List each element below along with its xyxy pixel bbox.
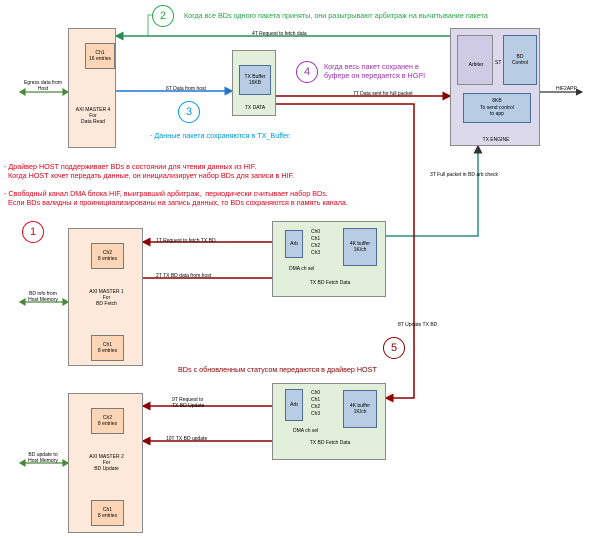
st-label: ST <box>495 60 502 66</box>
sig-10t: 10T TX BD update <box>166 436 208 442</box>
update-ch0: Ch0 <box>311 390 321 396</box>
note-2-text: Когда все BDs одного пакета приняты, они… <box>184 11 488 20</box>
note-3-circle: 3 <box>178 101 200 123</box>
note-1-text: - Драйвер HOST поддерживает BDs в состоя… <box>4 162 348 207</box>
ext-bdinfo: BD info from Host Memory <box>28 291 58 303</box>
fetch-ch0: Ch0 <box>311 229 321 235</box>
update-ch3: Ch3 <box>311 411 321 417</box>
update-ch2: Ch2 <box>311 404 321 410</box>
axi4-title: AXI MASTER 4 For Data Read <box>75 107 111 125</box>
update-title: TX BD Fetch Data <box>309 440 351 446</box>
update-4k-buffer: 4K buffer 1K/ch <box>343 390 377 428</box>
fetch-ch1: Ch1 <box>311 236 321 242</box>
fetch-ch2: Ch2 <box>311 243 321 249</box>
note-2-circle: 2 <box>152 5 174 27</box>
sig-2t: 2T TX BD data from host <box>156 273 212 279</box>
sig-hif2app: HIF2APP <box>556 86 577 92</box>
bd-update-block: Arb Ch0 Ch1 Ch2 Ch3 4K buffer 1K/ch DMA … <box>272 383 386 460</box>
sig-8t: 8T Update TX BD <box>398 322 438 328</box>
arbiter-box: Arbiter <box>457 35 493 85</box>
axi2-title: AXI MASTER 2 For BD Update <box>89 454 124 472</box>
update-arb: Arb <box>285 389 303 421</box>
axi1-title: AXI MASTER 1 For BD Fetch <box>89 289 124 307</box>
sig-4t: 4T Request to fetch data <box>252 31 307 37</box>
bkb-box: 8KB To send control to app <box>463 93 531 123</box>
axi2-ch2: Ch2 8 entries <box>91 408 124 434</box>
note-4-circle: 4 <box>296 61 318 83</box>
fetch-ch3: Ch3 <box>311 250 321 256</box>
tx-engine-block: Arbiter ST BD Control 8KB To send contro… <box>450 28 540 146</box>
tx-buffer: TX Buffer 16KB <box>239 65 271 95</box>
sig-3t: 3T Full packet in BD arb check <box>430 172 498 178</box>
tx-engine-title: TX ENGINE <box>482 137 510 143</box>
ext-bdupdate: BD update to Host Memory <box>28 452 58 464</box>
fetch-4k-buffer: 4K buffer 1K/ch <box>343 228 377 266</box>
sig-9t: 9T Request to TX BD Update <box>172 397 205 409</box>
note-3-text: - Данные пакета сохраняются в TX_Buffer. <box>150 131 292 140</box>
fetch-arb: Arb <box>285 230 303 258</box>
axi2-ch1: Ch1 8 entries <box>91 500 124 526</box>
axi4-ch1: Ch1 16 entries <box>85 43 115 69</box>
note-4-text: Когда весь пакет сохранен в буфере он пе… <box>324 62 426 80</box>
note-5-circle: 5 <box>383 337 405 359</box>
axi-master-2-block: Ch2 8 entries AXI MASTER 2 For BD Update… <box>68 393 143 533</box>
sig-7t: 7T Data sent for full packet <box>353 91 413 97</box>
axi1-ch1: Ch1 8 entries <box>91 335 124 361</box>
axi-master-4-block: Ch1 16 entries AXI MASTER 4 For Data Rea… <box>68 28 116 148</box>
fetch-title: TX BD Fetch Data <box>309 280 351 286</box>
ext-egress: Egress data from Host <box>23 80 63 92</box>
sig-1t: 1T Request to fetch TX BD <box>156 238 216 244</box>
tx-data-title: TX DATA <box>244 105 266 111</box>
line-8t <box>276 103 415 403</box>
axi-master-1-block: Ch2 8 entries AXI MASTER 1 For BD Fetch … <box>68 228 143 366</box>
sig-6t: 6T Data from host <box>166 86 206 92</box>
fetch-dma-sel: DMA ch sel <box>289 266 315 272</box>
bd-fetch-block: Arb Ch0 Ch1 Ch2 Ch3 4K buffer 1K/ch DMA … <box>272 221 386 297</box>
update-dma-sel: DMA ch sel <box>293 428 319 434</box>
note-5-text: BDs с обновленным статусом передаются в … <box>178 365 377 374</box>
bd-control-box: BD Control <box>503 35 537 85</box>
tx-data-block: TX Buffer 16KB TX DATA <box>232 50 276 116</box>
line-3t <box>386 144 483 237</box>
axi1-ch2: Ch2 8 entries <box>91 243 124 269</box>
note-1-circle: 1 <box>22 221 44 243</box>
update-ch1: Ch1 <box>311 397 321 403</box>
